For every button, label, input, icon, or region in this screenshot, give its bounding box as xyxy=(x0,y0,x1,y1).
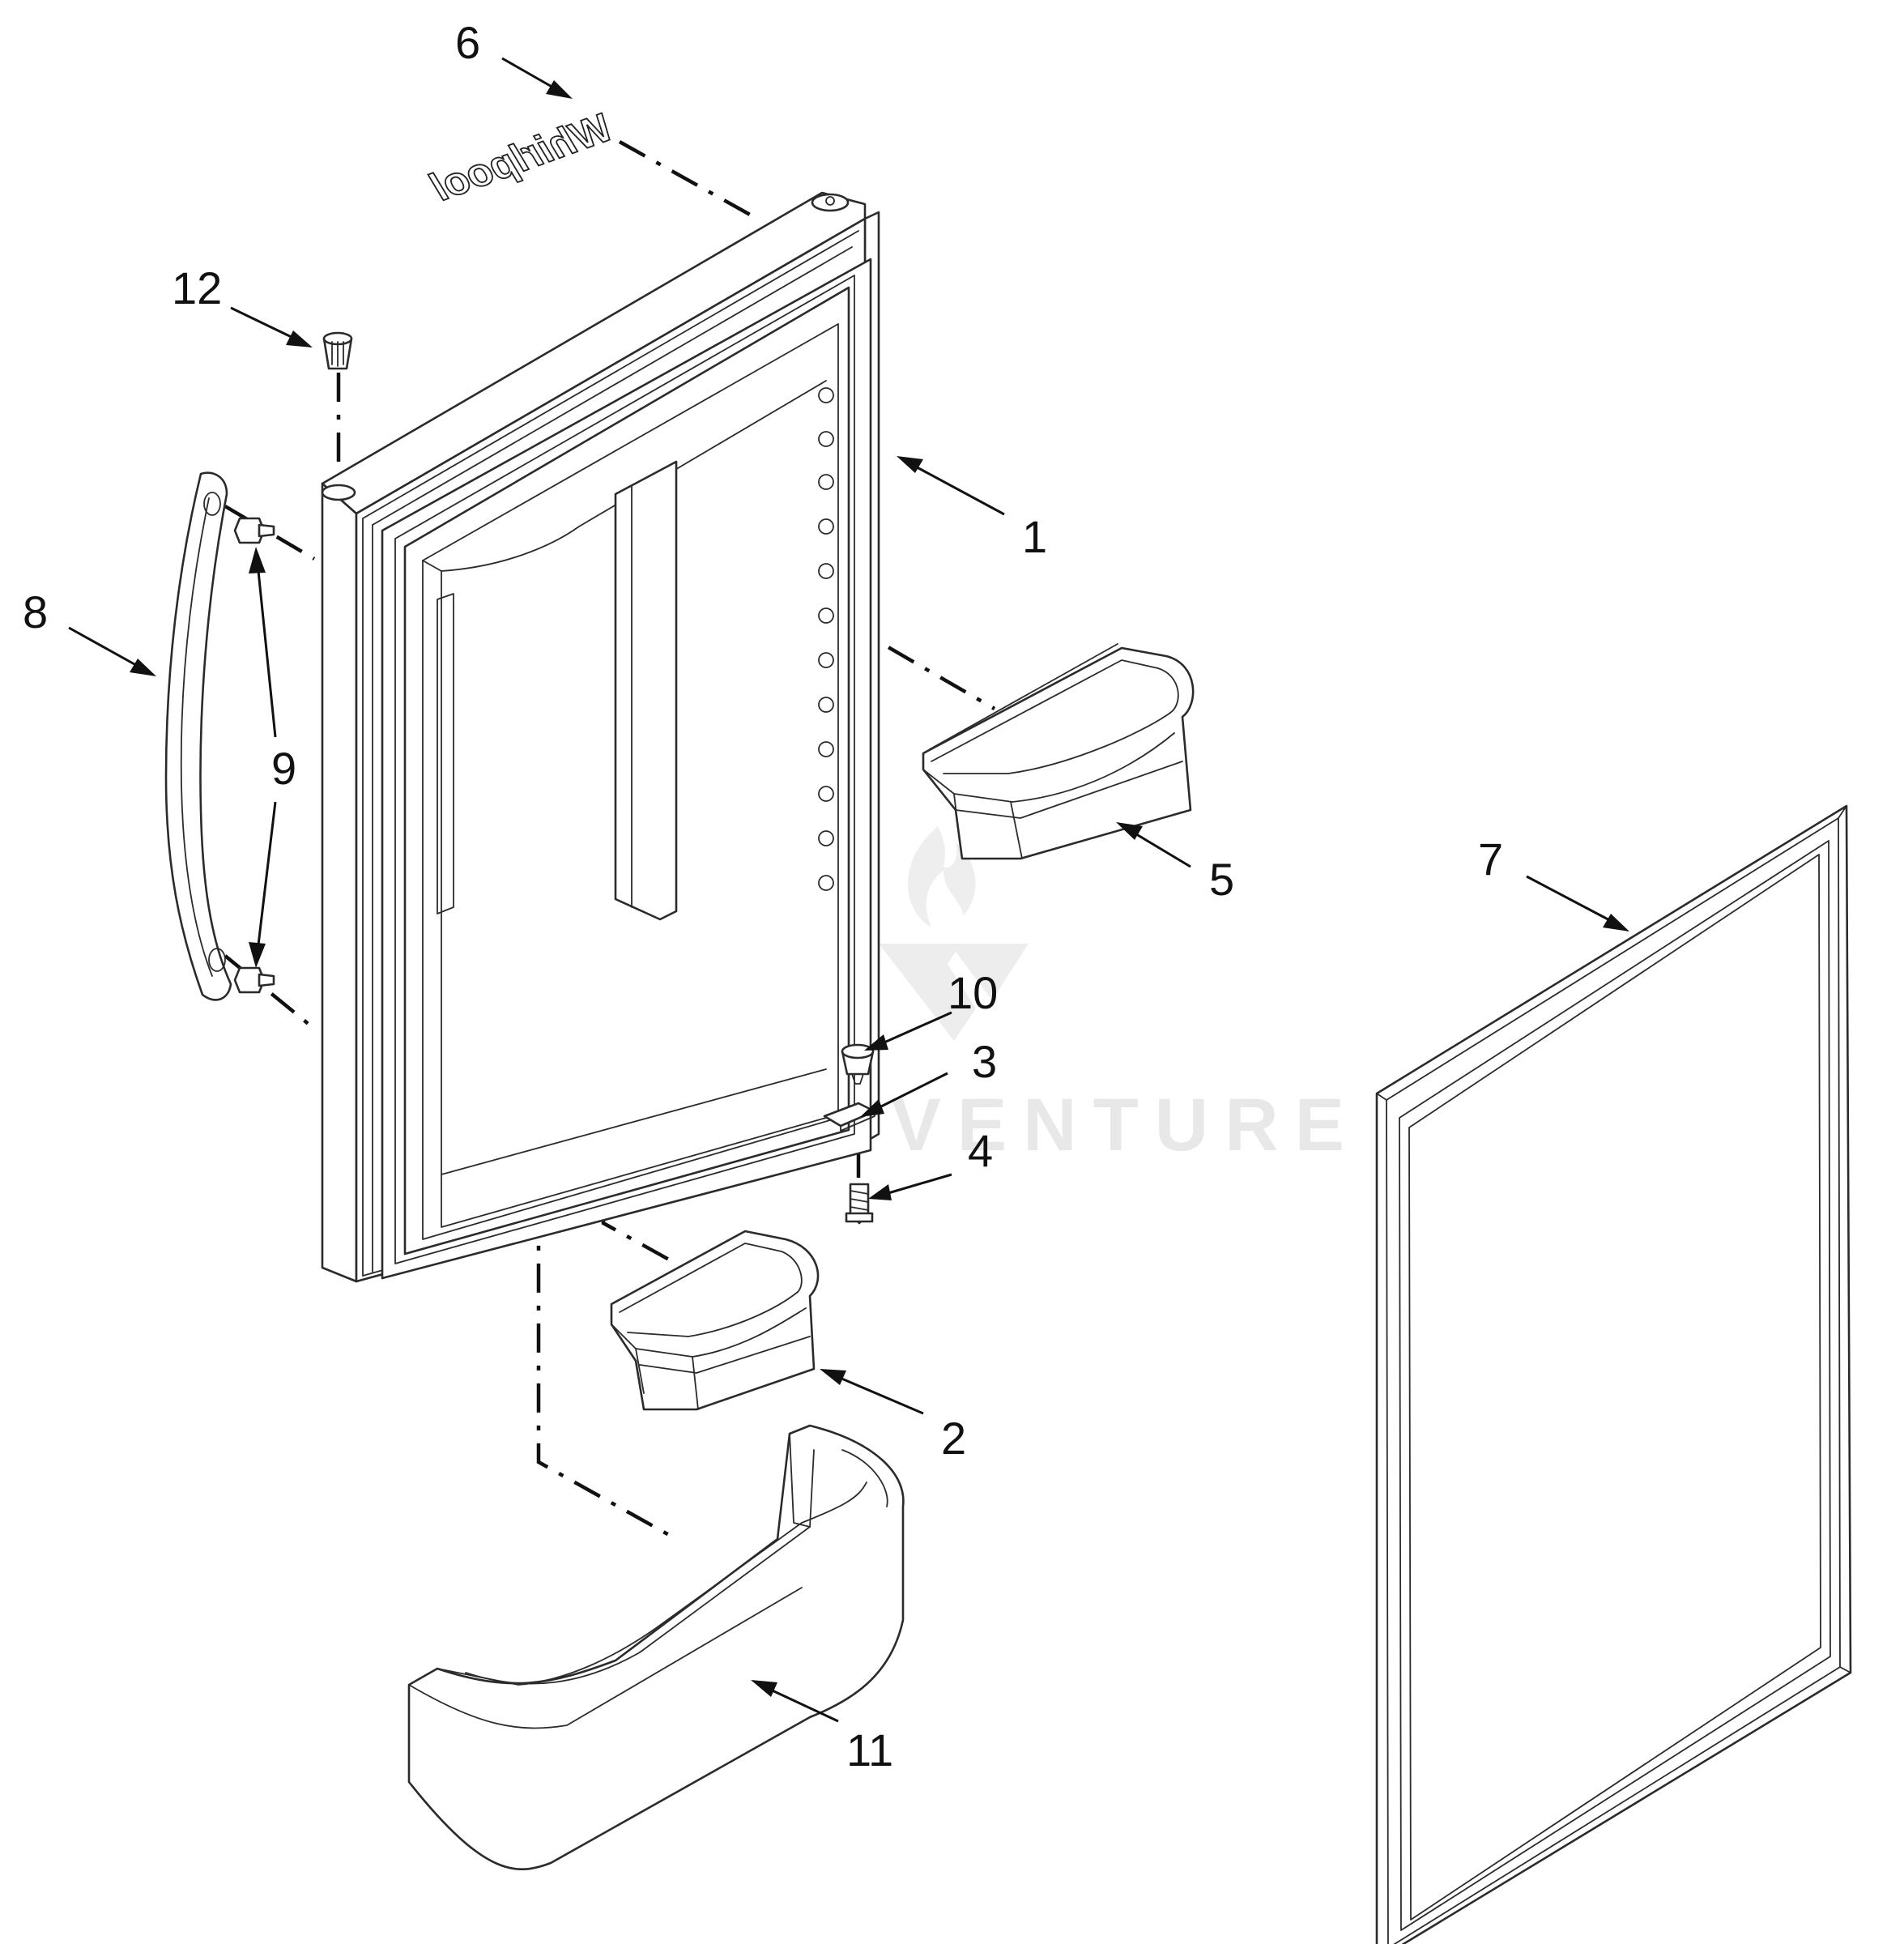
door-assembly xyxy=(321,191,880,1283)
arrow-callout-10 xyxy=(864,1011,952,1051)
arrow-callout-5 xyxy=(1116,822,1191,868)
callout-labels: 1 2 3 4 5 6 7 8 9 10 11 12 xyxy=(23,17,1503,1776)
shelf-support-bumps xyxy=(818,387,834,891)
callout-10: 10 xyxy=(948,967,998,1018)
arrow-callout-11 xyxy=(751,1680,839,1723)
hinge-hole-top-left xyxy=(321,484,356,501)
handle-mounting-stud-bottom xyxy=(233,966,275,994)
leader-arrows xyxy=(68,57,1629,1723)
large-bottom-bin xyxy=(407,1424,905,1870)
small-door-bin xyxy=(610,1230,820,1411)
callout-12: 12 xyxy=(172,262,222,313)
arrow-callout-7 xyxy=(1526,875,1629,932)
arrow-callout-2 xyxy=(820,1369,924,1415)
door-outer-frame xyxy=(321,482,358,1283)
arrow-callout-6 xyxy=(501,57,573,99)
arrow-callout-9-up xyxy=(249,547,277,738)
callout-9: 9 xyxy=(271,743,296,794)
whirlpool-logo-badge: Whirlpool xyxy=(424,103,618,211)
callout-11: 11 xyxy=(846,1724,893,1776)
door-gasket xyxy=(1375,804,1852,1944)
callout-3: 3 xyxy=(972,1036,997,1087)
arrow-callout-9-down xyxy=(249,801,277,968)
door-center-rail xyxy=(614,460,678,921)
arrow-callout-12 xyxy=(230,306,313,347)
hinge-hole-plug xyxy=(322,331,353,370)
arrow-callout-4 xyxy=(868,1173,952,1200)
mounting-screw xyxy=(845,1183,874,1225)
screw-cap xyxy=(841,1043,875,1085)
hinge-hole-top-right xyxy=(811,193,850,212)
callout-5: 5 xyxy=(1209,854,1234,905)
callout-7: 7 xyxy=(1478,833,1503,885)
flame-watermark-icon xyxy=(879,826,1029,1041)
callout-4: 4 xyxy=(968,1125,993,1176)
callout-1: 1 xyxy=(1022,511,1047,562)
logo-text: Whirlpool xyxy=(425,104,617,211)
door-liner-ledge xyxy=(441,570,827,1228)
arrow-callout-8 xyxy=(68,626,156,676)
arrow-callout-3 xyxy=(860,1072,948,1117)
upper-door-bin xyxy=(922,643,1195,860)
arrow-callout-1 xyxy=(897,456,1005,516)
callout-2: 2 xyxy=(941,1413,966,1464)
door-handle xyxy=(164,471,232,1001)
callout-8: 8 xyxy=(23,586,48,637)
callout-6: 6 xyxy=(455,17,480,68)
handle-mounting-stud-top xyxy=(233,517,275,544)
